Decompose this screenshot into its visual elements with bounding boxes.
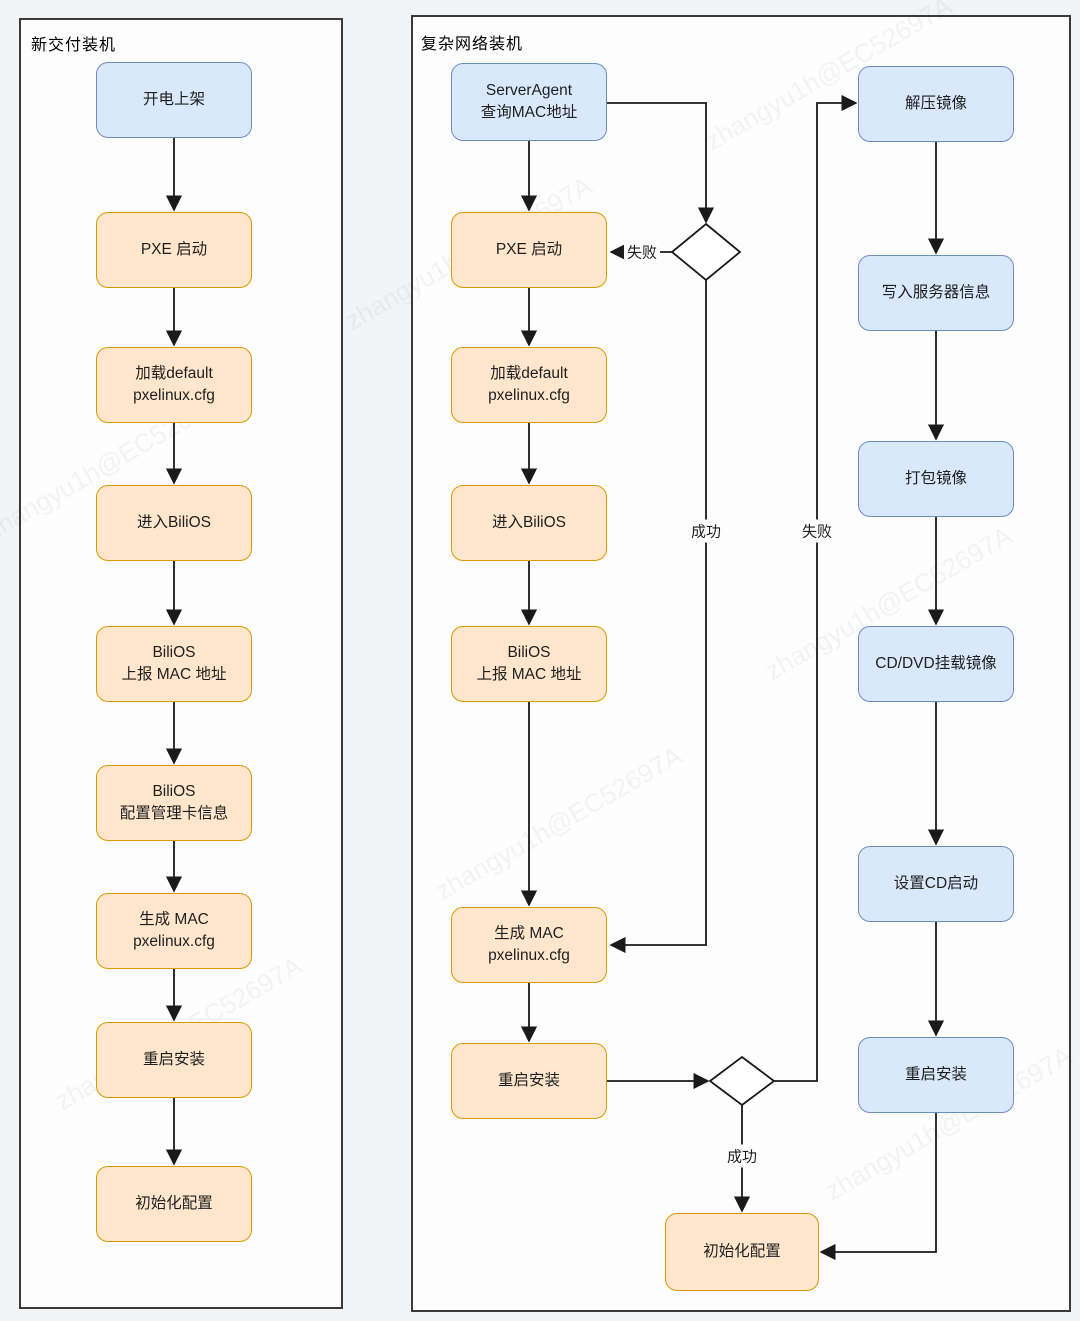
edge-label-fail-right: 失败: [798, 519, 836, 543]
node-power-on-rack: 开电上架: [96, 62, 252, 138]
node-bilios-report-mac-2: BiliOS 上报 MAC 地址: [451, 626, 607, 702]
node-serveragent-query-mac: ServerAgent 查询MAC地址: [451, 63, 607, 141]
node-load-default-pxelinux-2: 加载default pxelinux.cfg: [451, 347, 607, 423]
edge-label-success-bottom: 成功: [723, 1144, 761, 1168]
edge-decision-success-to-genmac: [609, 280, 707, 954]
node-pxe-boot-2: PXE 启动: [451, 212, 607, 288]
panel-title-new-delivery: 新交付装机: [31, 37, 117, 54]
edge-serveragent-to-decision: [607, 102, 715, 224]
node-init-config-2: 初始化配置: [665, 1213, 819, 1291]
node-reboot-install-2: 重启安装: [451, 1043, 607, 1119]
edge-label-fail-top: 失败: [623, 240, 661, 264]
node-bilios-config-mgmt-card: BiliOS 配置管理卡信息: [96, 765, 252, 841]
node-write-server-info: 写入服务器信息: [858, 255, 1014, 331]
decision-diamond-top: [670, 222, 742, 282]
node-init-config: 初始化配置: [96, 1166, 252, 1242]
node-set-cd-boot: 设置CD启动: [858, 846, 1014, 922]
node-pack-image: 打包镜像: [858, 441, 1014, 517]
node-enter-bilios: 进入BiliOS: [96, 485, 252, 561]
node-enter-bilios-2: 进入BiliOS: [451, 485, 607, 561]
edge-side-reboot-to-init: [819, 1113, 937, 1261]
node-reboot-install: 重启安装: [96, 1022, 252, 1098]
node-extract-image: 解压镜像: [858, 66, 1014, 142]
edge-decision-fail-to-extract: [774, 94, 858, 1082]
node-bilios-report-mac: BiliOS 上报 MAC 地址: [96, 626, 252, 702]
node-cd-dvd-mount-image: CD/DVD挂载镜像: [858, 626, 1014, 702]
node-load-default-pxelinux: 加载default pxelinux.cfg: [96, 347, 252, 423]
decision-diamond-bottom: [708, 1055, 776, 1107]
node-pxe-boot: PXE 启动: [96, 212, 252, 288]
node-generate-mac-pxelinux: 生成 MAC pxelinux.cfg: [96, 893, 252, 969]
panel-title-complex-network: 复杂网络装机: [421, 36, 524, 53]
node-reboot-install-3: 重启安装: [858, 1037, 1014, 1113]
edge-label-success-mid: 成功: [687, 519, 725, 543]
node-generate-mac-pxelinux-2: 生成 MAC pxelinux.cfg: [451, 907, 607, 983]
